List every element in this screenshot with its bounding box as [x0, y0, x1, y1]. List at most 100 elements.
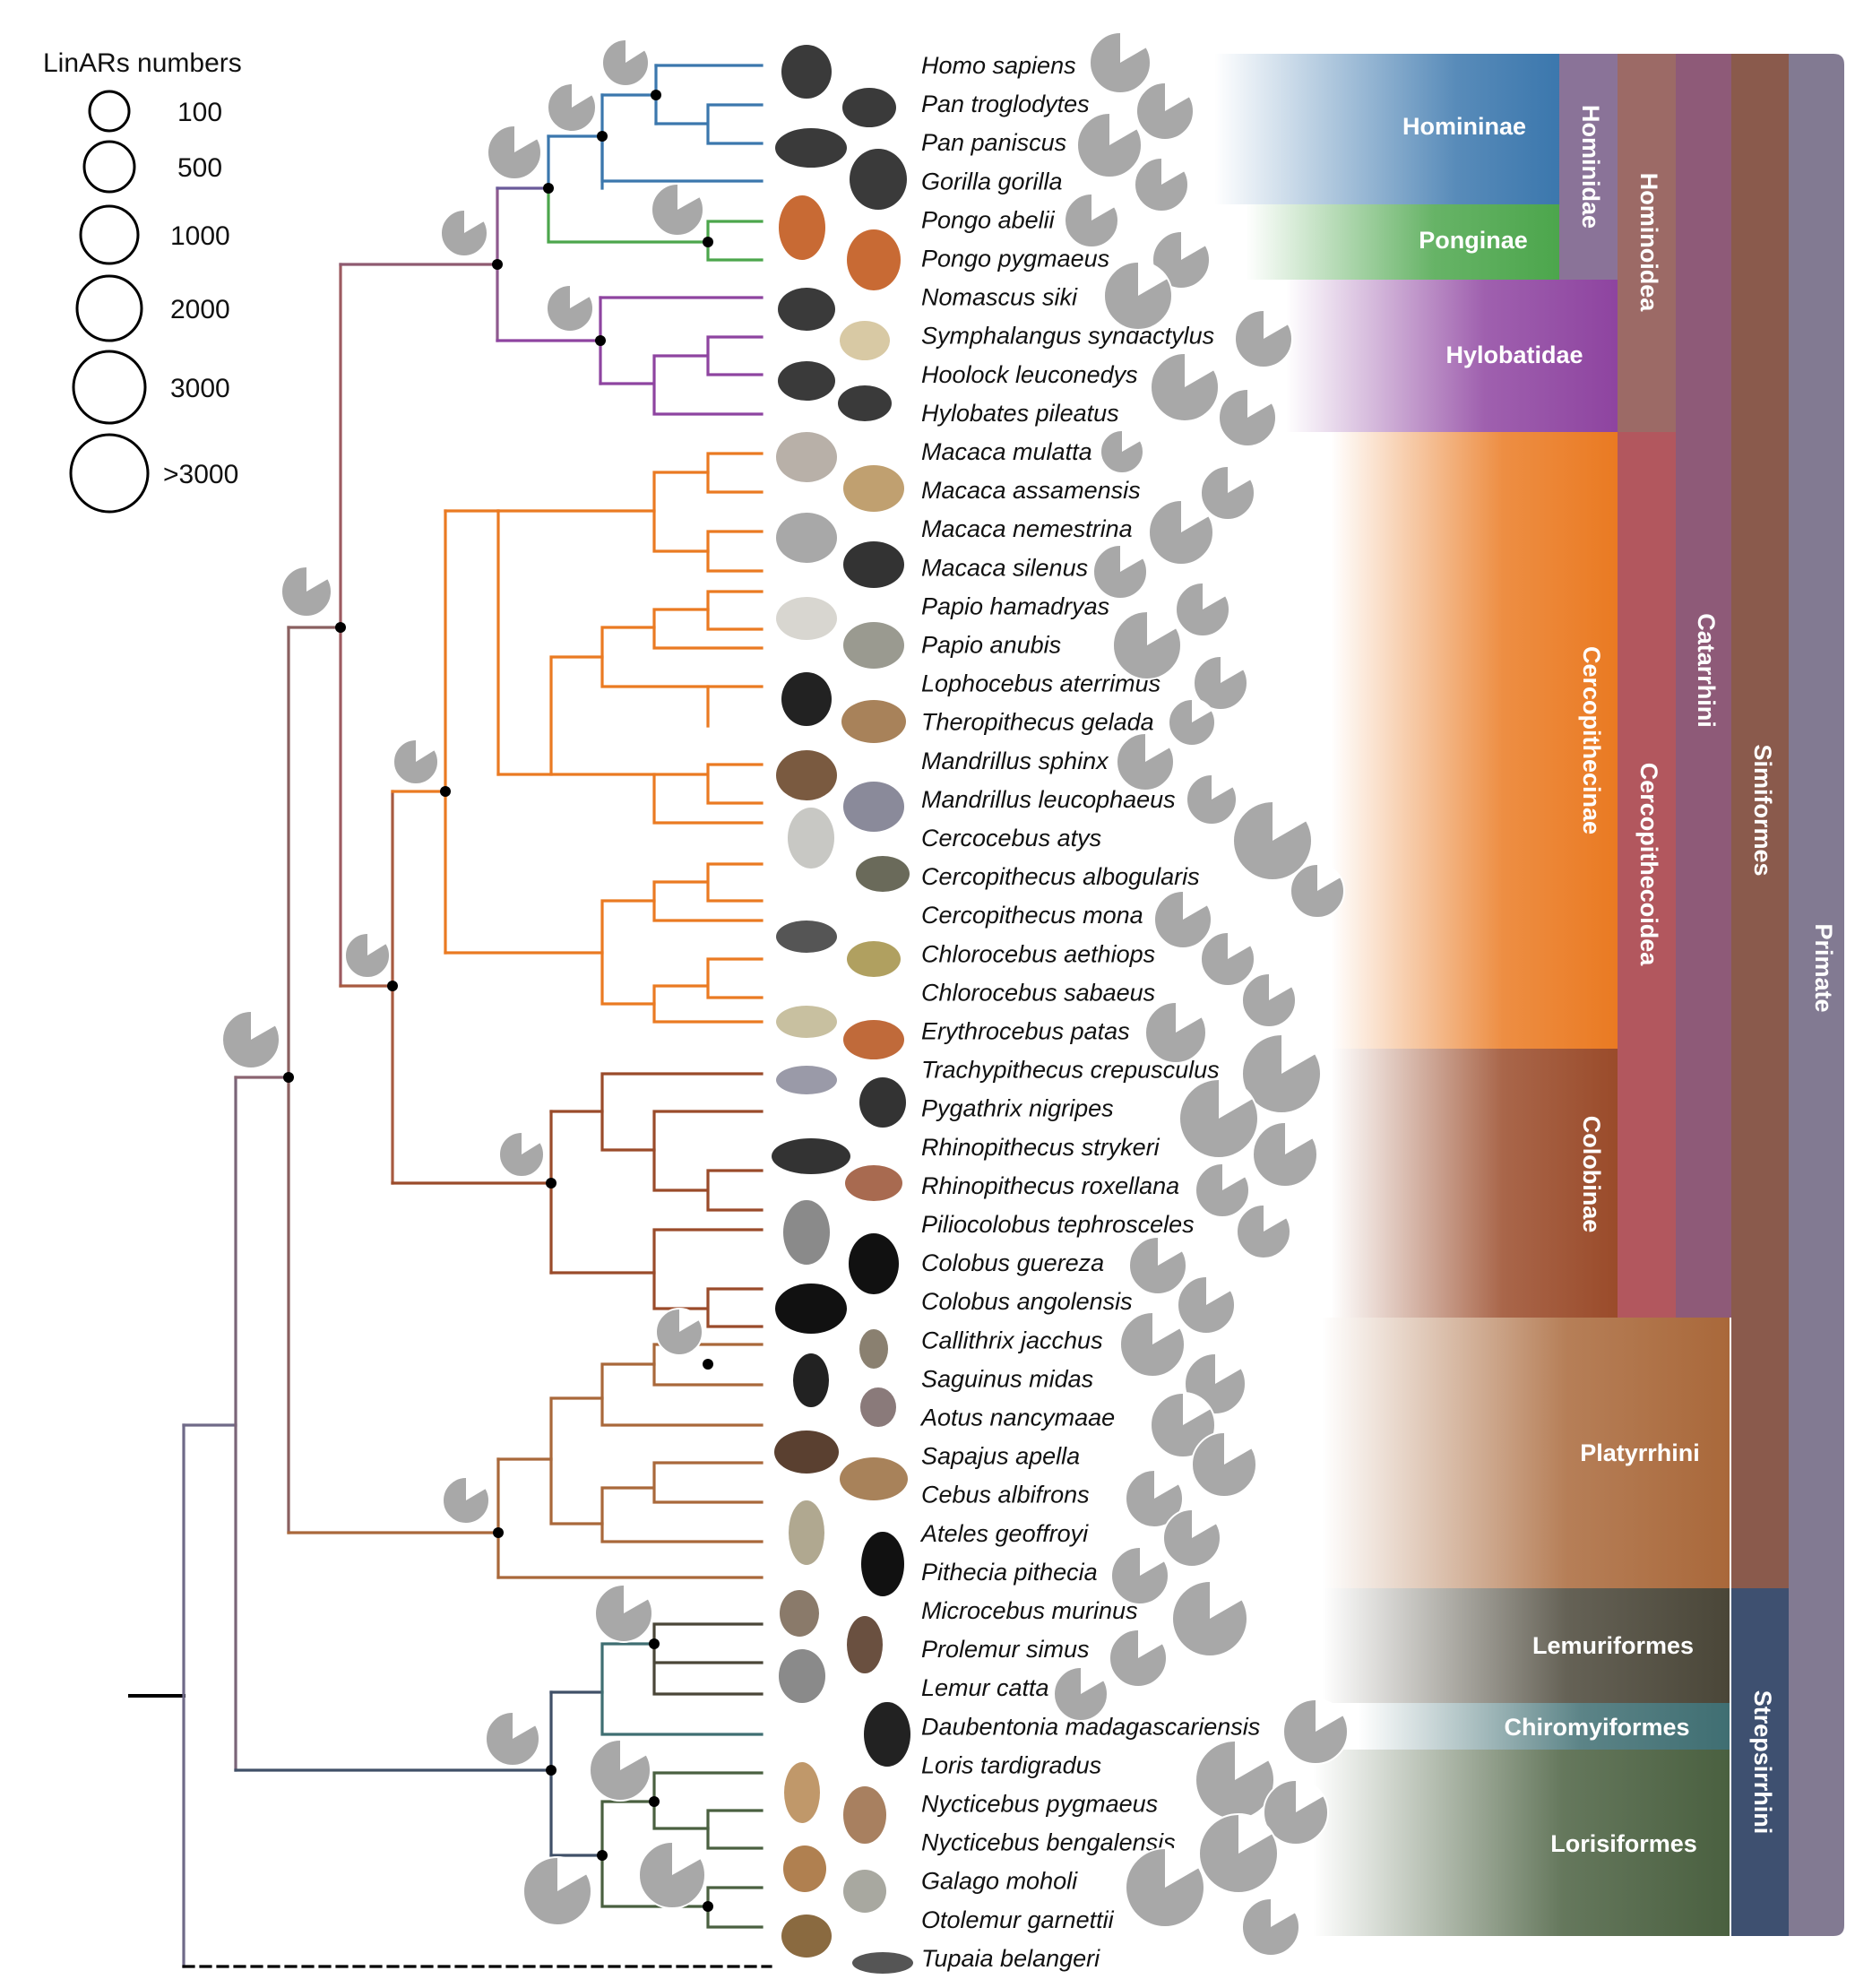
- legend-title: LinARs numbers: [43, 48, 242, 78]
- legend-label-1000: 1000: [170, 221, 230, 251]
- species-label: Macaca assamensis: [921, 477, 1141, 504]
- legend-circle-2000: [75, 274, 143, 342]
- band-hylobatidae: [1286, 280, 1618, 432]
- node-pie: [393, 739, 439, 785]
- band-hominidae: [1559, 54, 1618, 280]
- tip-pie: [1200, 465, 1255, 521]
- node-pie: [601, 39, 650, 87]
- species-label: Tupaia belangeri: [921, 1945, 1100, 1972]
- tip-pie: [1198, 1813, 1279, 1894]
- node-pie: [485, 1711, 540, 1767]
- species-label: Galago moholi: [921, 1868, 1078, 1895]
- tip-pie: [1076, 112, 1143, 178]
- tip-pie: [1193, 655, 1248, 711]
- legend-label-3000: 3000: [170, 374, 230, 403]
- species-label: Nomascus siki: [921, 284, 1078, 311]
- species-label: Gorilla gorilla: [921, 168, 1063, 194]
- legend-label-gt3000: >3000: [163, 460, 238, 489]
- band-simiformes: [1731, 54, 1789, 1588]
- node-pie: [442, 1476, 490, 1525]
- species-label: Colobus guereza: [921, 1249, 1104, 1276]
- tip-pie: [1053, 1666, 1109, 1722]
- tip-pie: [1092, 544, 1148, 600]
- tip-pie: [1150, 1392, 1216, 1458]
- node-pie: [589, 1739, 651, 1802]
- species-label: Rhinopithecus roxellana: [921, 1172, 1179, 1199]
- species-label: Loris tardigradus: [921, 1751, 1101, 1778]
- tip-pie: [1175, 582, 1230, 637]
- tip-pie: [1232, 800, 1313, 881]
- species-label: Nycticebus bengalensis: [921, 1829, 1176, 1856]
- band-catarrhini: [1676, 54, 1731, 1318]
- species-label: Homo sapiens: [921, 52, 1076, 79]
- band-platyrrhini: [1322, 1318, 1730, 1588]
- band-chiromyiformes: [1358, 1703, 1730, 1750]
- species-label: Saguinus midas: [921, 1365, 1093, 1392]
- tip-pie: [1134, 157, 1189, 212]
- legend-circle-100: [88, 90, 131, 133]
- tip-pie: [1119, 1311, 1186, 1378]
- tip-pie: [1178, 1078, 1259, 1159]
- legend: LinARs numbers 100 500 1000 2000 3000 >3…: [43, 48, 242, 514]
- species-label: Nycticebus pygmaeus: [921, 1791, 1158, 1818]
- node-pie: [651, 183, 704, 237]
- tip-pie: [1116, 732, 1175, 791]
- tip-pie: [1109, 1629, 1168, 1688]
- species-label: Cercopithecus albogularis: [921, 863, 1200, 890]
- species-label: Symphalangus syndactylus: [921, 323, 1214, 350]
- node-pie: [344, 932, 391, 979]
- species-label: Otolemur garnettii: [921, 1906, 1115, 1933]
- band-lemuriformes: [1322, 1588, 1730, 1703]
- tip-pie: [1148, 499, 1214, 566]
- node-dots: [283, 90, 713, 1912]
- band-cercopithecoidea: [1618, 432, 1676, 1318]
- legend-label-2000: 2000: [170, 295, 230, 324]
- tip-pie: [1234, 309, 1293, 368]
- label-platyrrhini: Platyrrhini: [1580, 1439, 1700, 1466]
- tip-pie: [1195, 1163, 1250, 1218]
- tip-pie: [1112, 610, 1182, 680]
- species-label: Lemur catta: [921, 1674, 1049, 1701]
- band-primate: [1789, 54, 1844, 1936]
- species-label: Pygathrix nigripes: [921, 1095, 1114, 1122]
- node-pie: [280, 566, 332, 618]
- species-label: Macaca nemestrina: [921, 515, 1133, 542]
- node-pie: [546, 284, 594, 333]
- band-ponginae: [1246, 204, 1559, 280]
- species-label: Aotus nancymaae: [919, 1405, 1115, 1431]
- tip-pie: [1241, 1897, 1300, 1957]
- tip-pie: [1195, 1740, 1275, 1820]
- tip-pie: [1144, 1001, 1207, 1064]
- species-label: Pan troglodytes: [921, 91, 1090, 117]
- tip-pie: [1103, 261, 1173, 331]
- label-hominoidea: Hominoidea: [1635, 173, 1662, 312]
- node-pie: [221, 1010, 280, 1069]
- tip-pie: [1191, 1431, 1257, 1498]
- species-label: Microcebus murinus: [921, 1597, 1138, 1624]
- band-hominoidea: [1618, 54, 1676, 432]
- tip-pie: [1125, 1469, 1184, 1528]
- species-label: Colobus angolensis: [921, 1288, 1133, 1315]
- species-label: Macaca mulatta: [921, 438, 1092, 465]
- tip-pie: [1218, 388, 1277, 447]
- species-label: Theropithecus gelada: [921, 709, 1154, 736]
- species-label: Ateles geoffroyi: [919, 1520, 1089, 1547]
- species-label: Mandrillus leucophaeus: [921, 786, 1176, 813]
- tip-pie: [1125, 1847, 1205, 1928]
- label-chiromyiformes: Chiromyiformes: [1504, 1714, 1689, 1741]
- species-label: Erythrocebus patas: [921, 1018, 1130, 1045]
- species-label: Pongo pygmaeus: [921, 246, 1109, 272]
- tree-branches: [128, 64, 772, 1968]
- tip-pie: [1168, 698, 1216, 747]
- tip-pie: [1152, 230, 1211, 290]
- label-lorisiformes: Lorisiformes: [1550, 1830, 1697, 1857]
- tip-pies: [1053, 31, 1349, 1957]
- tip-pie: [1186, 774, 1238, 825]
- node-pie: [487, 125, 542, 180]
- label-hominidae: Hominidae: [1577, 105, 1604, 229]
- species-label: Cebus albifrons: [921, 1482, 1090, 1508]
- species-label: Callithrix jacchus: [921, 1327, 1103, 1353]
- label-hylobatidae: Hylobatidae: [1445, 341, 1583, 368]
